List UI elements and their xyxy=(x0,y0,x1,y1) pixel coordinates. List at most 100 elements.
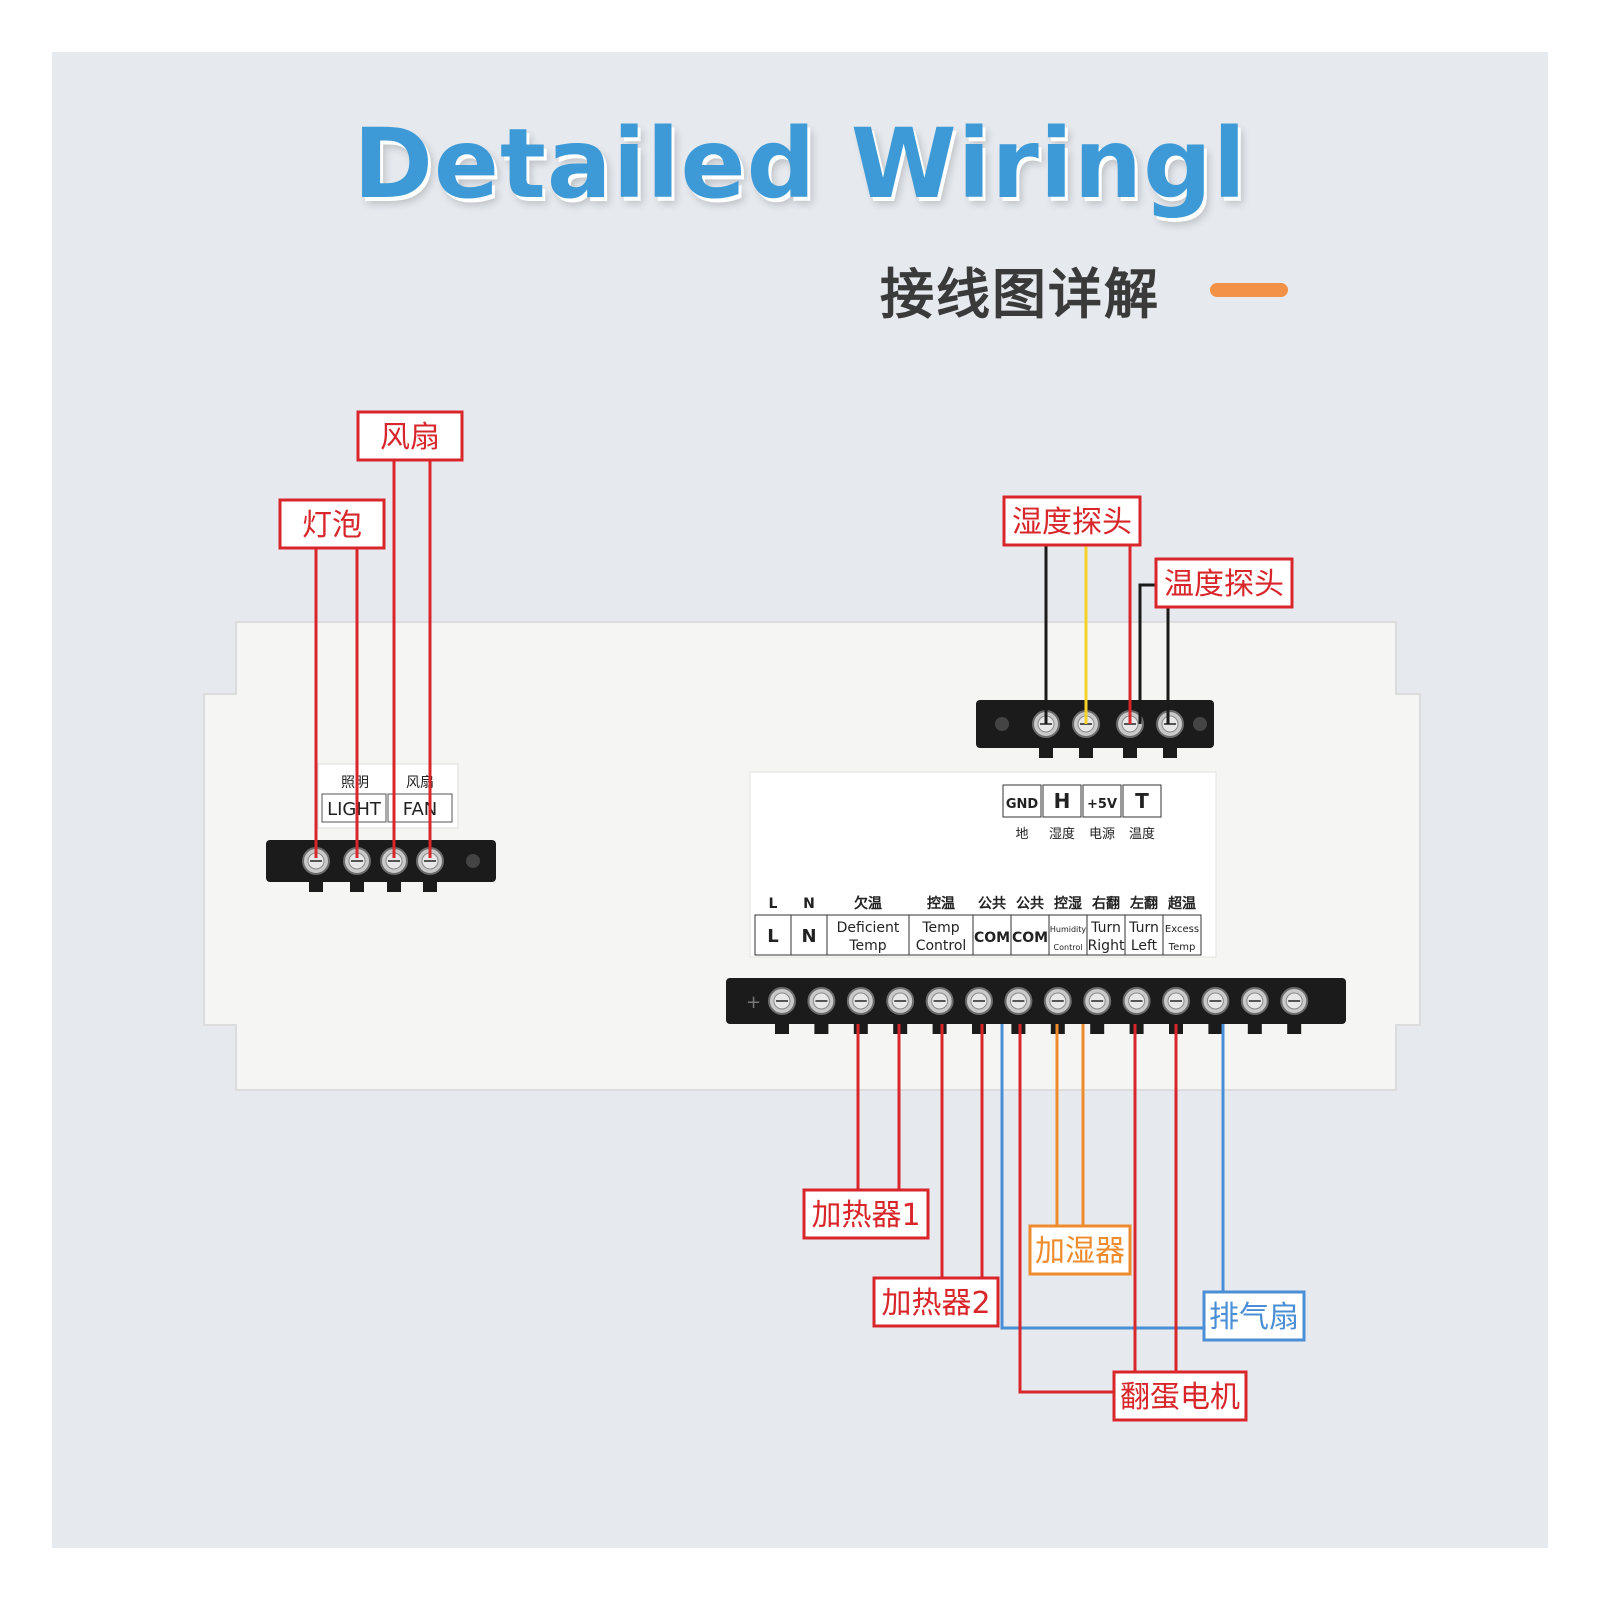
sensor-terminal-block xyxy=(976,700,1214,758)
main-cn-label: N xyxy=(803,896,815,912)
main-label-box xyxy=(1048,914,1088,956)
main-terminal-label: N xyxy=(801,926,816,947)
callouts: 风扇 灯泡 湿度探头 温度探头 加热器1 加湿器 加热器2 排气扇 翻蛋电机 xyxy=(278,410,1306,1422)
mount-hole xyxy=(995,717,1009,731)
sensor-label-box xyxy=(1082,784,1122,818)
egg-turn-motor-callout-box xyxy=(1112,1370,1248,1422)
main-cn-label: L xyxy=(769,896,778,912)
main-label-box xyxy=(790,914,828,956)
main-terminal-body xyxy=(726,978,1346,1024)
sensor-label-box xyxy=(1002,784,1042,818)
main-cn-label: 右翻 xyxy=(1091,895,1120,912)
accent-dash xyxy=(1210,283,1288,297)
main-terminal-label: Left xyxy=(1131,938,1158,954)
heater2-callout-label: 加热器2 xyxy=(881,1286,990,1321)
bulb-callout-label: 灯泡 xyxy=(302,508,362,543)
main-cn-label: 公共 xyxy=(978,895,1006,912)
main-label-box xyxy=(972,914,1012,956)
humidity-probe-callout-box xyxy=(1002,495,1142,547)
main-terminal-label: Excess xyxy=(1165,924,1199,935)
main-terminal-tab xyxy=(1011,1020,1026,1034)
humidifier-callout-box xyxy=(1028,1224,1132,1276)
mount-hole xyxy=(466,854,480,868)
page-title: Detailed Wiringl xyxy=(353,108,1247,220)
main-terminal-label: L xyxy=(767,926,778,947)
page-subtitle: 接线图详解 xyxy=(880,263,1160,326)
main-terminal-tab xyxy=(775,1020,789,1034)
main-cn-label: 欠温 xyxy=(854,895,882,912)
sensor-terminal-label: GND xyxy=(1006,797,1039,812)
sensor-cn-label: 湿度 xyxy=(1049,826,1075,842)
light-en-label: LIGHT xyxy=(327,799,382,820)
main-label-box xyxy=(826,914,910,956)
main-terminal-tab xyxy=(1090,1020,1105,1034)
main-terminal-label: Temp xyxy=(848,938,886,954)
heater1-callout-box xyxy=(802,1188,930,1240)
plus-mark: + xyxy=(746,992,761,1013)
main-terminal-tab xyxy=(1129,1020,1144,1034)
main-cn-label: 超温 xyxy=(1167,895,1196,912)
light-label-box xyxy=(321,793,387,823)
light-fan-terminal-tab xyxy=(350,878,364,892)
fan-callout-label: 风扇 xyxy=(380,420,440,455)
main-terminal-label: Control xyxy=(1054,943,1083,952)
light-fan-terminal-tab xyxy=(309,878,323,892)
main-label-box xyxy=(1124,914,1164,956)
main-terminal-label: Turn xyxy=(1128,920,1159,936)
main-label-box xyxy=(1086,914,1126,956)
light-fan-terminal-block xyxy=(266,840,496,892)
fan-en-label: FAN xyxy=(403,799,437,820)
main-terminal-label: Temp xyxy=(921,920,959,936)
main-cn-label: 公共 xyxy=(1016,895,1044,912)
sensor-terminal-label: T xyxy=(1135,789,1149,813)
main-label-box xyxy=(754,914,792,956)
sensor-cn-label: 地 xyxy=(1015,827,1028,842)
main-cn-label: 控湿 xyxy=(1054,895,1082,912)
main-terminal-label: COM xyxy=(974,930,1010,946)
light-fan-terminal-tab xyxy=(423,878,437,892)
sensor-cn-label: 电源 xyxy=(1089,827,1115,842)
main-terminal-label: Temp xyxy=(1168,942,1196,953)
main-terminal-label: COM xyxy=(1012,930,1048,946)
main-terminal-label: Humidity xyxy=(1050,925,1087,934)
mount-hole xyxy=(1193,717,1207,731)
main-terminal-tab xyxy=(853,1020,868,1034)
fan-label-box xyxy=(387,793,453,823)
main-terminal-label: Control xyxy=(916,938,967,954)
sensor-cn-label: 温度 xyxy=(1129,826,1155,842)
sensor-label-box xyxy=(1122,784,1162,818)
main-terminal-tab xyxy=(1208,1020,1223,1034)
motor-wire-com xyxy=(1018,1024,1114,1394)
temp-gnd-wire xyxy=(1138,583,1156,724)
light-fan-terminal-tab xyxy=(387,878,401,892)
main-terminal-tab xyxy=(932,1020,947,1034)
sensor-label-box xyxy=(1042,784,1082,818)
main-terminal-label: Right xyxy=(1088,938,1125,954)
sensor-terminal-tab xyxy=(1079,744,1093,758)
sensor-terminal-tab xyxy=(1123,744,1137,758)
main-terminal-tab xyxy=(1247,1020,1262,1034)
temp-probe-callout-label: 温度探头 xyxy=(1164,567,1284,602)
sensor-terminal-tab xyxy=(1039,744,1053,758)
sensor-terminal-label: H xyxy=(1054,789,1071,813)
light-cn-label: 照明 xyxy=(341,775,369,791)
main-terminal-tab xyxy=(1287,1020,1302,1034)
bulb-callout-box xyxy=(278,498,386,550)
wires xyxy=(314,460,1225,1394)
egg-turn-motor-callout-label: 翻蛋电机 xyxy=(1120,1380,1240,1415)
main-terminal-label: Turn xyxy=(1090,920,1121,936)
exhaust-fan-callout-box xyxy=(1202,1290,1306,1342)
humidifier-callout-label: 加湿器 xyxy=(1035,1234,1125,1269)
main-terminal-tab xyxy=(972,1020,986,1034)
main-terminal-tab xyxy=(814,1020,829,1034)
sensor-terminal-label: +5V xyxy=(1087,797,1117,812)
sensor-terminal-tab xyxy=(1163,744,1177,758)
temp-probe-callout-box xyxy=(1154,557,1294,609)
heater2-callout-box xyxy=(872,1276,1000,1328)
exhaust-wire-1 xyxy=(1000,1024,1204,1330)
main-cn-label: 左翻 xyxy=(1129,895,1158,912)
fan-callout-box xyxy=(356,410,464,462)
humidity-probe-callout-label: 湿度探头 xyxy=(1012,505,1132,540)
exhaust-fan-callout-label: 排气扇 xyxy=(1209,1300,1299,1335)
